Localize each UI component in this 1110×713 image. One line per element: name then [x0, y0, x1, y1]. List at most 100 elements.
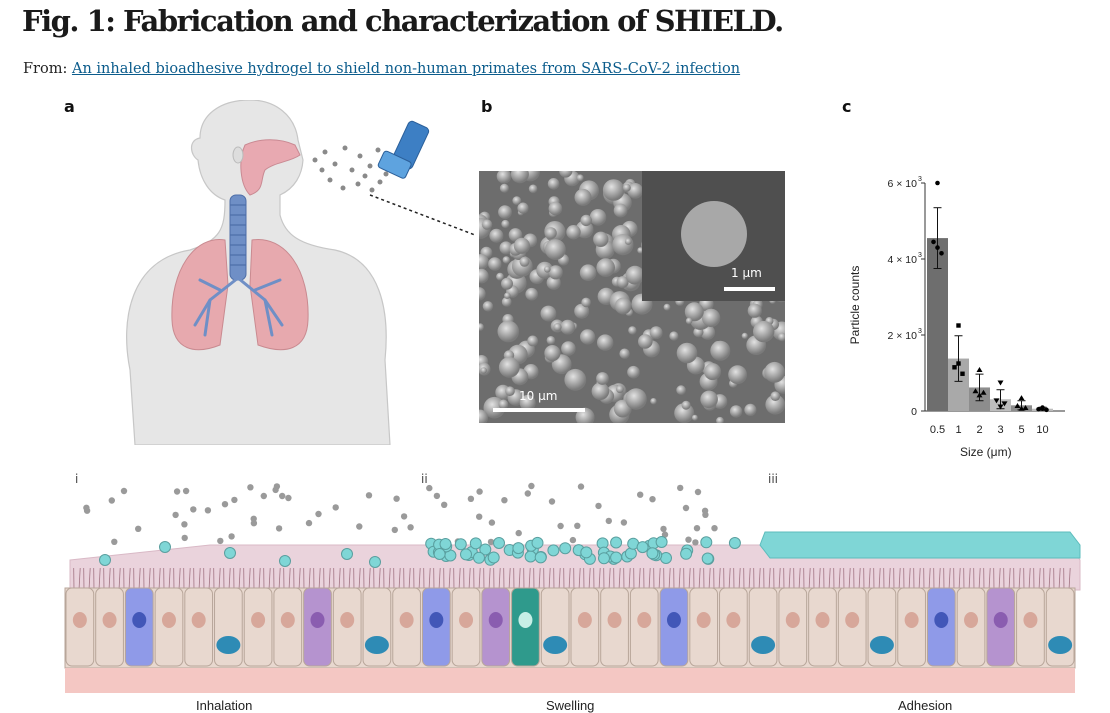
- sem-particle: [590, 209, 607, 226]
- aerosol-particle: [694, 525, 700, 531]
- sem-particles: [479, 171, 785, 423]
- x-tick-label: 1: [955, 424, 961, 436]
- sem-particle: [482, 219, 492, 229]
- aerosol-particle: [692, 539, 698, 545]
- epithelial-cell: [215, 588, 243, 666]
- aerosol-particle: [333, 504, 339, 510]
- aerosol-particle: [660, 526, 666, 532]
- sem-particle: [728, 365, 747, 384]
- stage-roman-i: i: [75, 472, 78, 486]
- x-tick-label: 5: [1018, 424, 1024, 436]
- sem-particle: [744, 404, 756, 416]
- aerosol-particle: [595, 503, 601, 509]
- sem-particle: [548, 178, 560, 190]
- sem-particle: [686, 318, 693, 325]
- aerosol-particle: [476, 514, 482, 520]
- aerosol-particle: [182, 535, 188, 541]
- cell-nucleus: [459, 612, 473, 628]
- aerosol-particle: [276, 525, 282, 531]
- y-tick-label: 4 × 10: [888, 254, 918, 266]
- y-tick-exponent: 3: [918, 252, 922, 259]
- data-point: [1040, 406, 1045, 411]
- sem-particle: [753, 321, 774, 342]
- data-point: [956, 361, 960, 365]
- data-point: [935, 181, 940, 186]
- aerosol-particle: [637, 492, 643, 498]
- main-scale-label: 10 μm: [519, 389, 557, 403]
- cell-nucleus: [216, 636, 240, 654]
- cell-nucleus: [103, 612, 117, 628]
- sem-particle: [692, 415, 698, 421]
- sem-particle: [771, 391, 781, 401]
- swollen-particle: [611, 552, 622, 563]
- sem-particle: [564, 369, 586, 391]
- aerosol-particle: [261, 493, 267, 499]
- panel-label-b: b: [481, 97, 492, 116]
- cell-nucleus: [251, 612, 265, 628]
- sem-particle: [626, 266, 645, 285]
- swollen-particle: [100, 555, 111, 566]
- sem-particle: [716, 417, 724, 423]
- aerosol-particle: [121, 488, 127, 494]
- article-link[interactable]: An inhaled bioadhesive hydrogel to shiel…: [72, 61, 740, 77]
- sem-particle: [545, 239, 566, 260]
- sem-particle: [592, 383, 610, 401]
- aerosol-particle: [468, 496, 474, 502]
- sem-particle: [625, 388, 646, 409]
- swollen-particle: [681, 548, 692, 559]
- aerosol-particle: [251, 520, 257, 526]
- sem-particle: [638, 334, 653, 349]
- swollen-particle: [701, 537, 712, 548]
- data-point: [998, 381, 1004, 386]
- sem-particle: [549, 265, 563, 279]
- sem-particle: [501, 278, 513, 290]
- sem-particle: [504, 293, 510, 299]
- sem-particle: [499, 400, 509, 410]
- swollen-particle: [280, 556, 291, 567]
- aerosol-particle: [217, 538, 223, 544]
- aerosol-particle: [677, 485, 683, 491]
- sem-particle: [575, 189, 592, 206]
- cell-nucleus: [192, 612, 206, 628]
- cell-nucleus: [870, 636, 894, 654]
- swollen-particle: [474, 552, 485, 563]
- aerosol-particle: [606, 518, 612, 524]
- sem-particle: [496, 273, 504, 281]
- source-line: From: An inhaled bioadhesive hydrogel to…: [23, 61, 740, 77]
- aerosol-particle: [570, 537, 576, 543]
- sem-particle: [612, 234, 633, 255]
- figure-title: Fig. 1: Fabrication and characterization…: [22, 4, 783, 38]
- sem-particle: [479, 269, 489, 284]
- cell-nucleus: [608, 612, 622, 628]
- data-point: [960, 372, 964, 376]
- stage-roman-ii: ii: [421, 472, 428, 486]
- y-tick-exponent: 3: [918, 176, 922, 183]
- data-point: [935, 245, 940, 250]
- sem-particle: [544, 266, 551, 273]
- sem-particle: [764, 362, 785, 383]
- inset-scale-label: 1 μm: [731, 266, 762, 280]
- stage-roman-iii: iii: [768, 472, 778, 486]
- data-point: [931, 240, 936, 245]
- aerosol-particle: [285, 495, 291, 501]
- cell-nucleus: [637, 612, 651, 628]
- aerosol-particle: [685, 537, 691, 543]
- aerosol-particle: [549, 498, 555, 504]
- aerosol-particle: [528, 483, 534, 489]
- airway-epithelium-illustration: [60, 470, 1085, 695]
- cell-nucleus: [697, 612, 711, 628]
- aerosol-particle: [315, 511, 321, 517]
- aerosol-particle: [231, 497, 237, 503]
- sem-particle: [529, 185, 538, 194]
- sem-particle: [710, 341, 730, 361]
- cell-nucleus: [905, 612, 919, 628]
- data-point: [1019, 395, 1025, 400]
- sem-particle: [580, 264, 597, 281]
- sem-particle: [623, 184, 631, 192]
- epithelial-cell: [1046, 588, 1074, 666]
- data-point: [939, 251, 944, 256]
- cell-nucleus: [132, 612, 146, 628]
- sem-particle: [527, 336, 538, 347]
- cell-nucleus: [751, 636, 775, 654]
